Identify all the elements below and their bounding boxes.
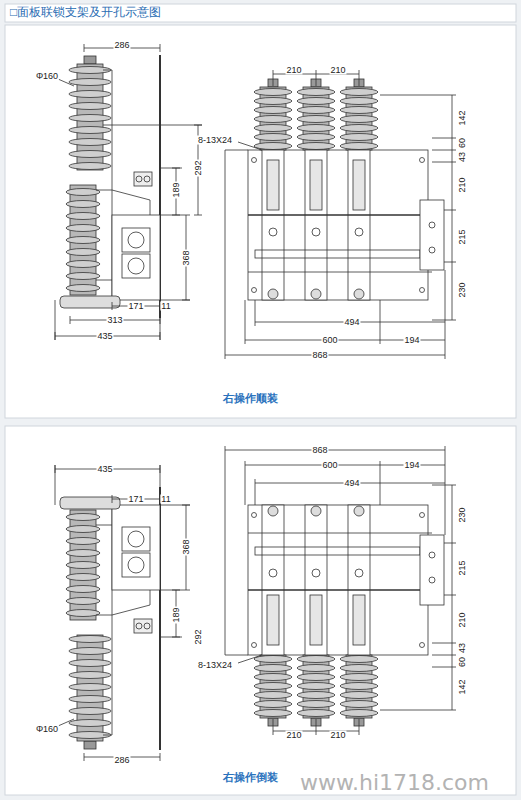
view-caption: 右操作倒装 [221, 771, 280, 783]
dimension-label: 286 [113, 756, 130, 765]
dimension-label: 368 [182, 249, 191, 266]
dimension-label: 8-13X24 [197, 136, 233, 145]
dimension-label: 210 [285, 66, 302, 75]
dimension-label: 230 [458, 506, 467, 523]
panel [5, 25, 516, 418]
dimension-label: 210 [458, 176, 467, 193]
dimension-label: 142 [458, 678, 467, 695]
dimension-label: 189 [172, 181, 181, 198]
dimension-label: 210 [458, 611, 467, 628]
dimension-label: 600 [321, 336, 338, 345]
dimension-label: 210 [329, 731, 346, 740]
dimension-label: 868 [311, 351, 328, 360]
dimension-label: 11 [160, 302, 171, 311]
dimension-label: 368 [182, 538, 191, 555]
dimension-label: Φ160 [35, 72, 59, 81]
dimension-label: 60 [458, 656, 467, 668]
dimension-label: 435 [96, 332, 113, 341]
dimension-label: 171 [127, 302, 144, 311]
dimension-label: 189 [172, 606, 181, 623]
dimension-label: 494 [343, 318, 360, 327]
top-views [55, 44, 456, 359]
dimension-label: 194 [403, 461, 420, 470]
view-caption: 右操作顺装 [221, 392, 280, 404]
dimension-label: 215 [458, 228, 467, 245]
dimension-label: 435 [96, 465, 113, 474]
dimension-label: 8-13X24 [197, 661, 233, 670]
dimension-label: 230 [458, 281, 467, 298]
dimension-label: 43 [458, 151, 467, 163]
dimension-label: 142 [458, 109, 467, 126]
dimension-label: 194 [403, 336, 420, 345]
dimension-label: 171 [127, 495, 144, 504]
dimension-label: 210 [285, 731, 302, 740]
dimension-label: 868 [311, 446, 328, 455]
dimension-label: 286 [113, 41, 130, 50]
dimension-label: 292 [194, 628, 203, 645]
title-bar [5, 4, 516, 22]
dimension-label: 313 [106, 316, 123, 325]
bottom-views [55, 446, 456, 761]
panel [5, 426, 516, 795]
dimension-label: Φ160 [35, 725, 59, 734]
dimension-label: 494 [343, 479, 360, 488]
page-title: □面板联锁支架及开孔示意图 [10, 6, 161, 19]
watermark: www.hi1718.com [300, 772, 489, 794]
dimension-label: 43 [458, 642, 467, 654]
dimension-label: 600 [321, 461, 338, 470]
top-only-dims [70, 125, 202, 324]
dimension-label: 215 [458, 559, 467, 576]
dimension-label: 60 [458, 137, 467, 149]
dimension-label: 210 [329, 66, 346, 75]
dimension-label: 11 [160, 495, 171, 504]
dimension-label: 292 [194, 159, 203, 176]
